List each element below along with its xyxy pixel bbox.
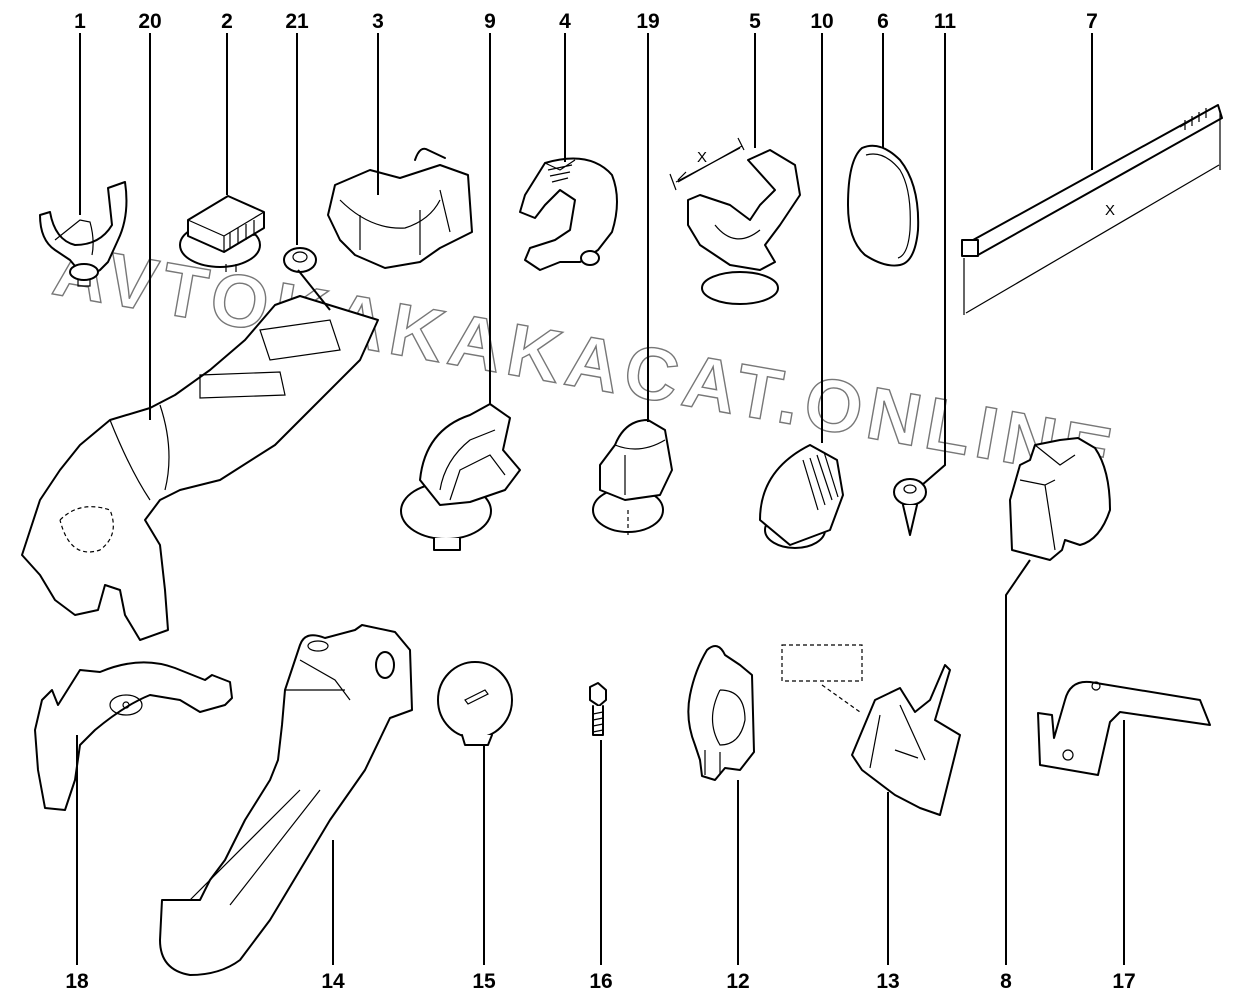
callouts-bottom: 18 14 15 16 12 13 8 17 (65, 970, 1135, 993)
part-10-ribbed-clip[interactable] (759, 444, 844, 549)
callout-2[interactable]: 2 (221, 10, 233, 33)
callout-6[interactable]: 6 (877, 10, 889, 33)
callout-8[interactable]: 8 (1000, 970, 1012, 993)
part-3-double-clip[interactable] (327, 147, 473, 269)
part-6-grommet[interactable] (847, 144, 920, 267)
callout-12[interactable]: 12 (726, 970, 749, 993)
part-13-bracket-clip[interactable] (781, 644, 961, 816)
callout-16[interactable]: 16 (589, 970, 612, 993)
callout-5[interactable]: 5 (749, 10, 761, 33)
callout-1[interactable]: 1 (74, 10, 86, 33)
callout-20[interactable]: 20 (138, 10, 161, 33)
part-5-dimension: X (669, 137, 745, 191)
callout-7[interactable]: 7 (1086, 10, 1098, 33)
part-7-dimension: X (963, 112, 1221, 315)
part-4-strap-clamp[interactable] (519, 157, 618, 271)
part-7-cable-tie[interactable] (961, 104, 1223, 257)
part-21-nut[interactable] (283, 247, 317, 273)
part-7-dimension-label: X (1105, 202, 1115, 219)
callout-17[interactable]: 17 (1112, 970, 1135, 993)
callout-13[interactable]: 13 (876, 970, 899, 993)
leader-lines (76, 33, 1125, 965)
callout-4[interactable]: 4 (559, 10, 571, 33)
callout-3[interactable]: 3 (372, 10, 384, 33)
part-20-harness-duct[interactable] (21, 295, 379, 641)
callout-15[interactable]: 15 (472, 970, 496, 993)
part-15-push-rivet[interactable] (437, 661, 513, 746)
part-12-hose-clip[interactable] (687, 645, 755, 781)
part-5-dimension-label: X (697, 149, 707, 166)
callout-11[interactable]: 11 (934, 10, 957, 33)
callout-14[interactable]: 14 (321, 970, 345, 993)
part-19-band-clip[interactable] (592, 419, 673, 535)
part-17-metal-bracket[interactable] (1037, 680, 1211, 776)
part-2-ribbed-clip[interactable] (179, 195, 265, 272)
callout-18[interactable]: 18 (65, 970, 89, 993)
callout-9[interactable]: 9 (484, 10, 496, 33)
part-11-screw[interactable] (893, 478, 927, 536)
part-14-guide-channel[interactable] (159, 624, 413, 976)
part-13-location-box (781, 644, 863, 682)
callout-21[interactable]: 21 (285, 10, 309, 33)
part-1-clip[interactable] (39, 181, 128, 287)
part-9-loop-clip[interactable] (400, 403, 521, 551)
callout-10[interactable]: 10 (810, 10, 833, 33)
part-5-cable-clip[interactable] (675, 147, 801, 305)
part-18-support-bracket[interactable] (34, 661, 233, 811)
callout-19[interactable]: 19 (636, 10, 659, 33)
part-16-screw[interactable] (589, 682, 607, 736)
part-8-edge-clip[interactable] (1009, 437, 1111, 561)
callouts-top: 1 20 2 21 3 9 4 19 5 10 6 11 7 (74, 10, 1098, 33)
